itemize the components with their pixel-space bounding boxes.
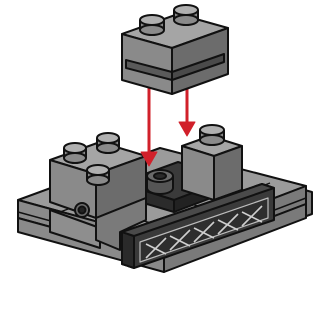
- stud: [199, 124, 225, 146]
- stud: [63, 142, 87, 164]
- center-round-stud: [146, 169, 174, 195]
- stud: [173, 4, 199, 26]
- stud: [96, 132, 120, 154]
- stud: [139, 14, 165, 36]
- left-stack-studs: [63, 132, 120, 186]
- falling-brick: [121, 4, 229, 95]
- red-down-arrow-icon: [140, 88, 158, 167]
- front-panel: [121, 183, 275, 269]
- x-pattern: [145, 205, 263, 259]
- placement-arrows: [140, 78, 196, 167]
- stud: [86, 164, 110, 186]
- left-block-base: [49, 209, 101, 249]
